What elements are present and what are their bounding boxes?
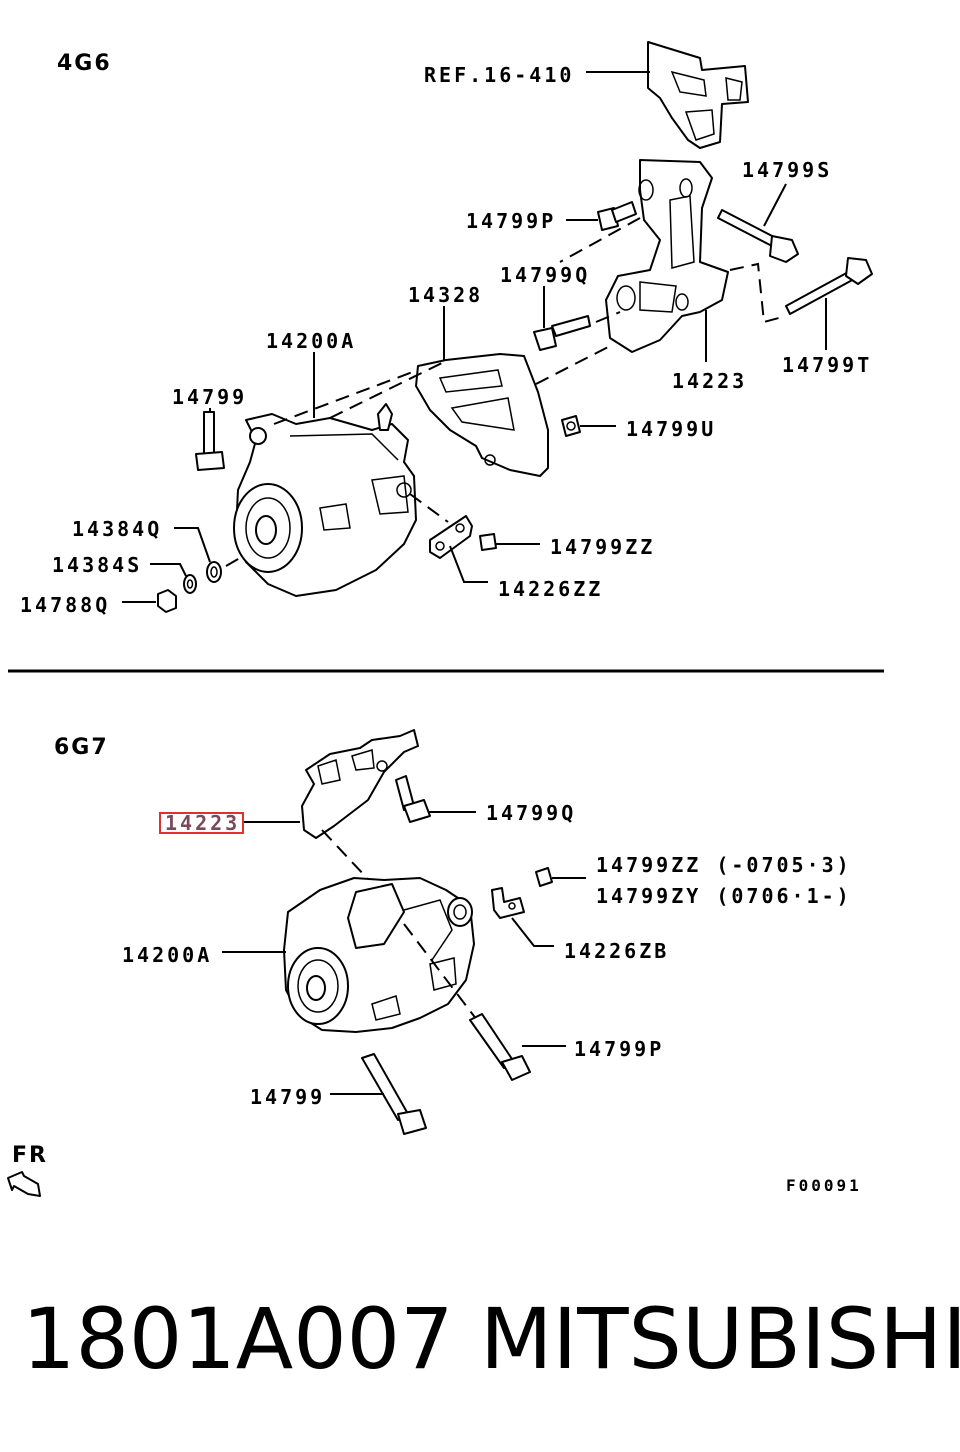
part-number: 1801A007 [22, 1290, 454, 1388]
label-14799t: 14799T [782, 353, 872, 377]
bolt-14799-bottom [361, 1053, 427, 1135]
bracket-14223-top [605, 159, 729, 353]
label-14200a-bottom: 14200A [122, 943, 212, 967]
bracket-14226zb [491, 887, 525, 919]
label-14384s: 14384S [52, 553, 142, 577]
cover-14328 [415, 353, 549, 477]
label-14799-bottom: 14799 [250, 1085, 325, 1109]
bolt-14799q-top [533, 315, 591, 351]
bolt-14799p-top [597, 201, 637, 231]
bracket-14226zz [429, 515, 473, 559]
label-14226zz: 14226ZZ [498, 577, 603, 601]
bolt-14799zz-bottom [535, 867, 553, 887]
label-14788q: 14788Q [20, 593, 110, 617]
bolt-14799p-bottom [469, 1013, 531, 1081]
section-label-4g6: 4G6 [57, 51, 112, 76]
label-14223-bottom: 14223 [165, 811, 240, 835]
bolt-14799u [561, 415, 581, 437]
bolt-14799s [717, 209, 799, 263]
washer-14384s [183, 574, 197, 594]
nut-14788q [157, 589, 177, 613]
label-14799s: 14799S [742, 158, 832, 182]
label-14799zz-bottom: 14799ZZ (-0705·3) [596, 853, 852, 877]
label-ref-16-410: REF.16-410 [424, 63, 574, 87]
bolt-14799q-bottom [395, 775, 431, 823]
bolt-14799zz-top [479, 533, 497, 551]
label-14799p-bottom: 14799P [574, 1037, 664, 1061]
figure-code: F00091 [786, 1176, 862, 1195]
label-14384q: 14384Q [72, 517, 162, 541]
label-14799q-top: 14799Q [500, 263, 590, 287]
section-label-6g7: 6G7 [54, 735, 109, 760]
ref-bracket [647, 41, 749, 149]
brand-name: MITSUBISHI [480, 1290, 960, 1388]
alternator-bottom [283, 877, 475, 1033]
label-14226zb: 14226ZB [564, 939, 669, 963]
label-14223-top: 14223 [672, 369, 747, 393]
label-14799-top: 14799 [172, 385, 247, 409]
front-marker-label: FR [12, 1143, 48, 1168]
label-14200a-top: 14200A [266, 329, 356, 353]
bolt-14799-top [195, 411, 225, 471]
front-arrow-icon [7, 1171, 41, 1197]
alternator-top [233, 403, 417, 597]
washer-14384q [206, 561, 222, 583]
label-14799u: 14799U [626, 417, 716, 441]
label-14799q-bottom: 14799Q [486, 801, 576, 825]
bracket-14223-bottom [301, 729, 419, 839]
bolt-14799t [785, 257, 873, 315]
label-14799zz-top: 14799ZZ [550, 535, 655, 559]
highlight-box-14223 [159, 812, 244, 834]
label-14328: 14328 [408, 283, 483, 307]
label-14799zy-bottom: 14799ZY (0706·1-) [596, 884, 852, 908]
label-14799p-top: 14799P [466, 209, 556, 233]
